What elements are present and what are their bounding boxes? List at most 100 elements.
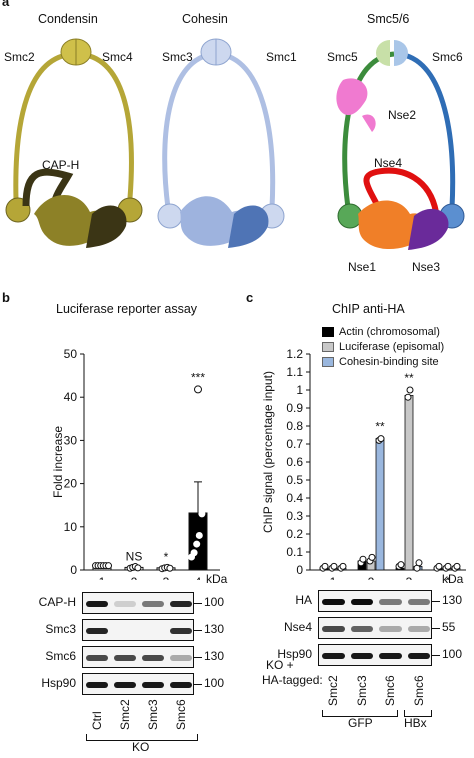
panel-b-point <box>190 549 198 557</box>
panel-c-point <box>339 562 347 570</box>
blot-band <box>142 628 164 634</box>
panel-b-lane-number: 2 <box>131 575 138 580</box>
blot-panel <box>82 592 194 614</box>
panel-c-point <box>453 562 461 570</box>
blot-label: Hsp90 <box>41 676 76 690</box>
blot-label: CAP-H <box>38 595 76 609</box>
blot-band <box>350 599 373 605</box>
panel-b-lane-number: 3 <box>163 575 170 580</box>
blot-band <box>114 655 136 661</box>
blot-band <box>170 655 192 661</box>
lane-label: Smc2 <box>118 699 132 730</box>
blot-kda-tick <box>194 630 202 631</box>
blot-band <box>142 601 164 607</box>
blot-band <box>114 628 136 634</box>
nse4-label: Nse4 <box>374 156 403 170</box>
blot-kda-marker: 100 <box>442 647 463 661</box>
blot-label: Smc3 <box>45 622 76 636</box>
panel-c-point <box>377 435 385 443</box>
legend-item-actin: Actin (chromosomal) <box>322 324 444 339</box>
smc5-label: Smc5 <box>327 50 358 64</box>
panel-c-ytick-label: 1.2 <box>286 347 303 361</box>
lane-label: Smc3 <box>354 675 369 706</box>
blot-kda-tick <box>194 657 202 658</box>
panel-b-significance: * <box>164 550 169 564</box>
panel-c-lane-number: 4 <box>444 575 451 580</box>
nse3-label: Nse3 <box>412 260 441 274</box>
panel-b-point <box>193 540 201 548</box>
panel-c-ytick-label: 0.3 <box>286 509 303 523</box>
blot-band <box>170 628 192 634</box>
panel-c-point <box>397 561 405 569</box>
chip-chart: 00.10.20.30.40.50.60.70.80.911.11.2ChIP … <box>261 347 466 580</box>
panel-c-ytick-label: 1 <box>296 383 303 397</box>
condensin-complex <box>5 38 143 248</box>
legend-label-luciferase: Luciferase (episomal) <box>339 340 445 353</box>
blot-panel <box>318 617 432 639</box>
blot-band <box>114 682 136 688</box>
panel-c-ytick-label: 0.6 <box>286 455 303 469</box>
blot-kda-marker: 130 <box>442 593 463 607</box>
condensin-title: Condensin <box>38 12 98 26</box>
blot-kda-tick <box>194 684 202 685</box>
panel-c-point <box>404 393 412 401</box>
blot-band <box>86 682 108 688</box>
panel-c-point <box>415 559 423 567</box>
blot-label: HA <box>295 593 312 607</box>
panel-b-ytick-label: 0 <box>70 563 77 577</box>
panel-c-ytick-label: 0.2 <box>286 527 303 541</box>
blot-band <box>407 653 430 659</box>
blot-label: Nse4 <box>283 620 312 634</box>
panel-c-point <box>321 562 329 570</box>
blot-band <box>379 653 402 659</box>
hbx-bracket <box>404 710 432 717</box>
ha-tagged-label: HA-tagged: <box>262 673 323 687</box>
panel-b-letter: b <box>2 290 10 305</box>
legend-label-actin: Actin (chromosomal) <box>339 325 440 338</box>
blot-band <box>170 601 192 607</box>
panel-b-point <box>198 510 206 518</box>
cohesin-complex <box>157 38 285 248</box>
panel-c-bar <box>404 395 414 571</box>
legend-swatch-cohesin <box>322 356 334 367</box>
panel-c-lane-number: 1 <box>330 575 337 580</box>
blot-band <box>170 682 192 688</box>
legend-label-cohesin: Cohesin-binding site <box>339 355 439 368</box>
smc4-label: Smc4 <box>102 50 133 64</box>
blot-kda-marker: 100 <box>204 676 225 690</box>
blot-panel <box>318 644 432 666</box>
panel-b-ko-label: KO <box>132 740 150 754</box>
gfp-label: GFP <box>348 716 373 730</box>
panel-c-ytick-label: 0.7 <box>286 437 303 451</box>
panel-c-kda-label: kDa <box>442 572 464 586</box>
panel-a-letter: a <box>2 0 10 9</box>
panel-c-point <box>330 562 338 570</box>
blot-label: Smc6 <box>45 649 76 663</box>
panel-b-title: Luciferase reporter assay <box>56 302 198 316</box>
panel-b-ko-bracket <box>86 734 198 741</box>
panel-b-ytick-label: 50 <box>64 347 78 361</box>
legend-item-luciferase: Luciferase (episomal) <box>322 339 444 354</box>
panel-b-y-axis-title: Fold increase <box>51 426 65 498</box>
panel-c-ytick-label: 0.1 <box>286 545 303 559</box>
smc1-label: Smc1 <box>266 50 297 64</box>
lane-label: Smc2 <box>326 675 340 706</box>
smc2-label: Smc2 <box>4 50 35 64</box>
blot-band <box>379 626 402 632</box>
blot-band <box>86 601 108 607</box>
panel-c-point <box>435 562 443 570</box>
blot-band <box>142 682 164 688</box>
panel-c-significance: ** <box>375 420 385 434</box>
panel-c-bar <box>375 438 385 571</box>
panel-b-point <box>134 564 142 572</box>
blot-panel <box>82 673 194 695</box>
blot-kda-marker: 100 <box>204 595 225 609</box>
nse1-label: Nse1 <box>348 260 377 274</box>
panel-c-ytick-label: 1.1 <box>286 365 303 379</box>
panel-b-ytick-label: 30 <box>64 433 78 447</box>
panel-c-y-axis-title: ChIP signal (percentage input) <box>261 371 275 533</box>
ko-plus-label: KO + <box>266 658 294 672</box>
lane-label: Ctrl <box>90 711 104 730</box>
panel-b-point <box>195 531 203 539</box>
